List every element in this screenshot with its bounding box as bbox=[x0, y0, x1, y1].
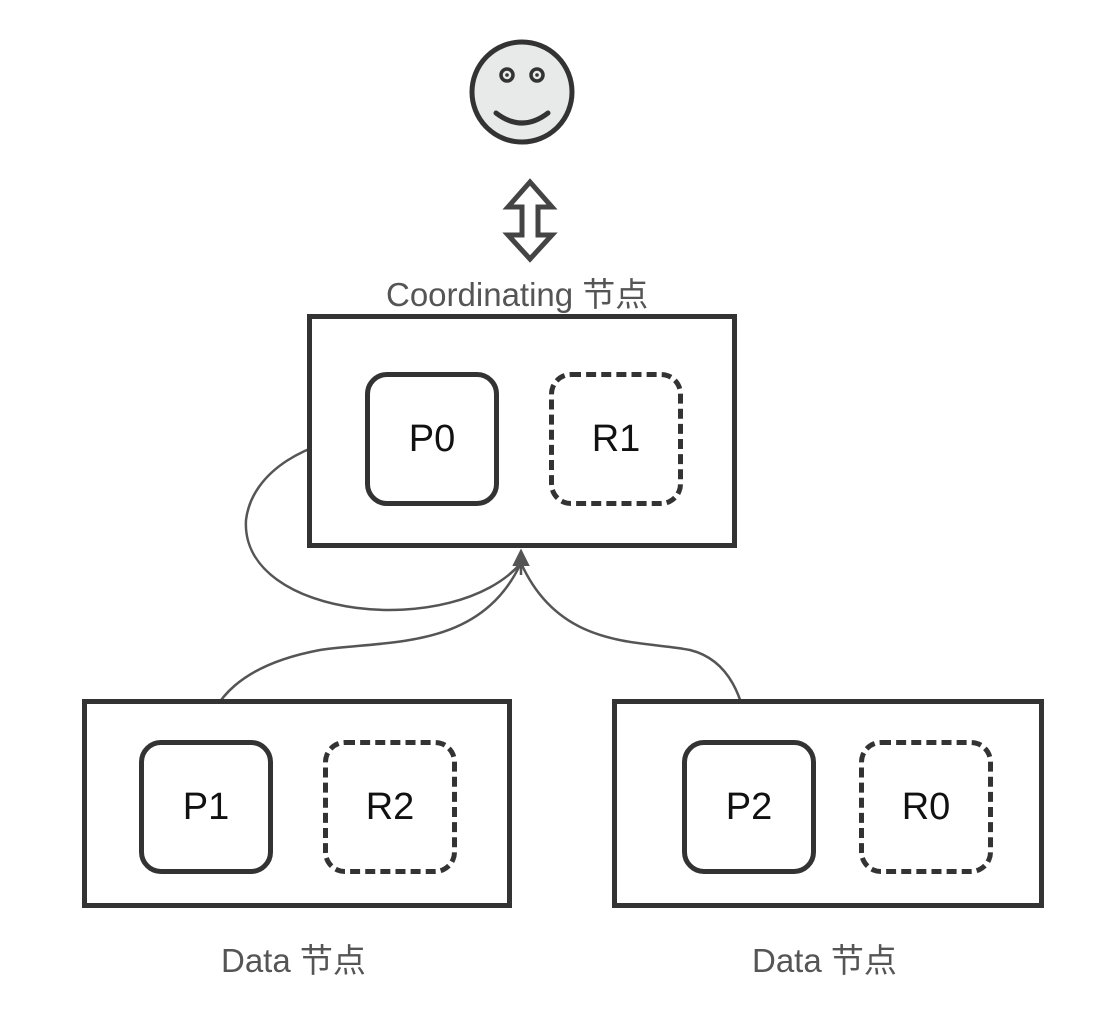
data-node-left: P1 R2 bbox=[82, 699, 512, 908]
smiley-face-icon bbox=[469, 39, 575, 145]
shard-p2: P2 bbox=[682, 740, 816, 874]
arrow-coord-to-p2 bbox=[519, 562, 755, 742]
shard-p1: P1 bbox=[139, 740, 273, 874]
arrow-coord-to-p0 bbox=[244, 428, 522, 612]
double-arrow-icon bbox=[502, 178, 558, 263]
data-node-right: P2 R0 bbox=[612, 699, 1044, 908]
shard-r0: R0 bbox=[859, 740, 993, 874]
data-node-left-label: Data 节点 bbox=[221, 942, 366, 979]
data-node-right-label: Data 节点 bbox=[752, 942, 897, 979]
coordinating-node: P0 R1 bbox=[307, 314, 737, 548]
shard-r1: R1 bbox=[549, 372, 683, 506]
coordinating-node-label: Coordinating 节点 bbox=[386, 276, 649, 313]
shard-r2: R2 bbox=[323, 740, 457, 874]
shard-p0: P0 bbox=[365, 372, 499, 506]
